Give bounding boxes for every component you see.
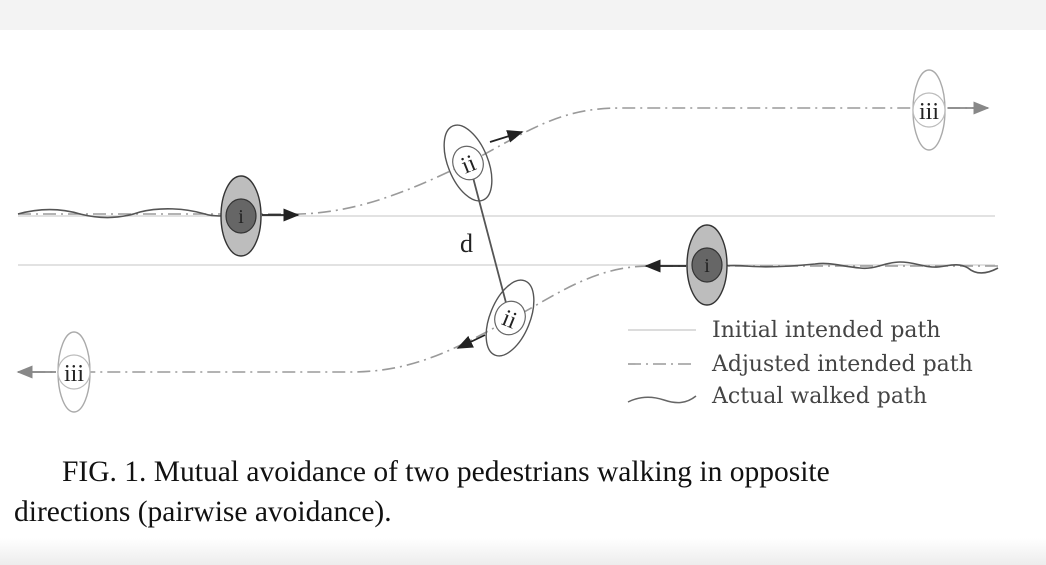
pedestrian-b-stage-3: iii [57, 331, 91, 413]
svg-text:iii: iii [919, 99, 939, 125]
pedestrian-b-stage-2: ii [485, 279, 535, 357]
caption-line-2: directions (pairwise avoidance). [14, 496, 392, 528]
legend-label-adjusted: Adjusted intended path [711, 352, 973, 377]
actual-path-top [17, 208, 241, 219]
legend: Initial intended path Adjusted intended … [627, 318, 973, 409]
arrow-stage-2-top [489, 130, 524, 143]
pedestrian-b-stage-1: i [686, 224, 728, 306]
legend-label-initial: Initial intended path [712, 318, 941, 343]
svg-text:i: i [238, 206, 244, 228]
arrow-stage-2-bottom [456, 334, 486, 349]
top-band [0, 0, 1046, 30]
pedestrian-avoidance-diagram: d i ii iii i ii iii Initial intended pat [16, 69, 999, 413]
legend-label-actual: Actual walked path [711, 384, 927, 409]
pedestrian-a-stage-3: iii [912, 69, 946, 151]
svg-text:i: i [704, 255, 710, 277]
pedestrian-a-stage-1: i [220, 175, 262, 257]
bottom-band [0, 538, 1046, 565]
separation-distance-line [469, 165, 511, 319]
caption-line-1: FIG. 1. Mutual avoidance of two pedestri… [62, 456, 830, 488]
svg-text:iii: iii [64, 361, 84, 387]
pedestrian-a-stage-2: ii [443, 124, 493, 202]
actual-path-bottom [707, 261, 999, 274]
figure-caption: FIG. 1. Mutual avoidance of two pedestri… [14, 452, 1034, 532]
adjusted-path-top [18, 107, 985, 215]
distance-label: d [460, 229, 473, 258]
legend-swatch-actual [627, 395, 697, 404]
